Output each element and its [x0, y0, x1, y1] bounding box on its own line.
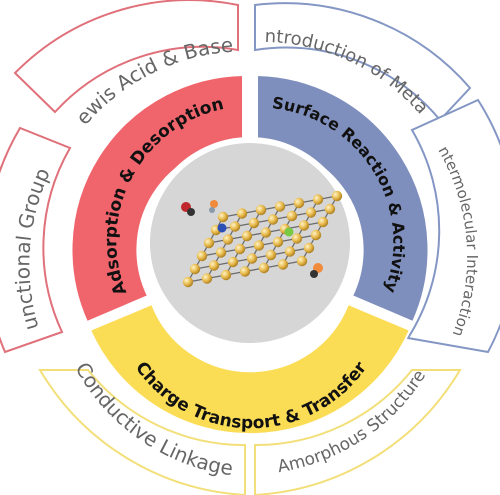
lattice-atom: [310, 229, 322, 241]
lattice-atom: [317, 216, 329, 228]
lattice-atom: [229, 221, 241, 232]
lattice-atom: [258, 262, 270, 274]
lattice-atom: [217, 211, 229, 223]
lattice-atom: [284, 246, 296, 257]
lattice-atom: [234, 243, 246, 255]
lattice-atom: [277, 259, 289, 270]
lattice-atom: [274, 201, 286, 212]
outer-card-intermolecular-interaction: [406, 98, 500, 354]
lattice-atom: [324, 203, 336, 215]
dopant-atom: [284, 227, 294, 237]
lattice-atom: [255, 204, 267, 216]
lattice-atom: [305, 207, 317, 218]
lattice-atom: [182, 276, 194, 288]
lattice-atom: [265, 249, 277, 261]
lattice-atom: [267, 214, 279, 225]
lattice-atom: [312, 194, 324, 205]
adsorbed-molecule-atom: [310, 270, 318, 278]
lattice-atom: [215, 247, 227, 258]
inner-ring: [70, 73, 430, 436]
lattice-atom: [291, 233, 303, 244]
lattice-atom: [296, 255, 308, 267]
lattice-atom: [201, 273, 213, 284]
inner-segment-charge-transport: [88, 302, 412, 436]
lattice-atom: [196, 250, 208, 262]
lattice-atom: [253, 240, 265, 251]
lattice-atom: [248, 217, 260, 229]
lattice-atom: [241, 230, 253, 242]
outer-card-functional-groups: [0, 126, 72, 354]
lattice-atom: [298, 220, 310, 231]
lattice-atom: [303, 242, 315, 254]
lattice-atom: [189, 263, 201, 275]
outer-card-amorphous-structure: [254, 369, 462, 495]
adsorbed-molecule-atom: [187, 208, 195, 216]
lattice-atom: [208, 260, 220, 271]
outer-card-introduction-of-metal: [254, 2, 472, 122]
lattice-atom: [236, 208, 248, 219]
lattice-atom: [203, 237, 215, 249]
lattice-atom: [272, 236, 284, 248]
adsorbed-molecule-atom: [210, 200, 218, 208]
lattice-atom: [293, 197, 305, 209]
lattice-atom: [220, 269, 232, 281]
lattice-atom: [331, 190, 343, 202]
lattice-atom: [227, 256, 239, 268]
lattice-atom: [286, 210, 298, 222]
outer-card-lewis-acid-base: [13, 0, 239, 114]
lattice-atom: [222, 234, 234, 245]
dopant-atom: [217, 223, 227, 233]
crystal-lattice-icon: [181, 190, 343, 288]
adsorbed-molecule-atom: [209, 207, 215, 213]
lattice-atom: [260, 227, 272, 238]
lattice-atom: [246, 253, 258, 264]
center-disc: [150, 143, 350, 343]
lattice-atom: [239, 266, 251, 277]
